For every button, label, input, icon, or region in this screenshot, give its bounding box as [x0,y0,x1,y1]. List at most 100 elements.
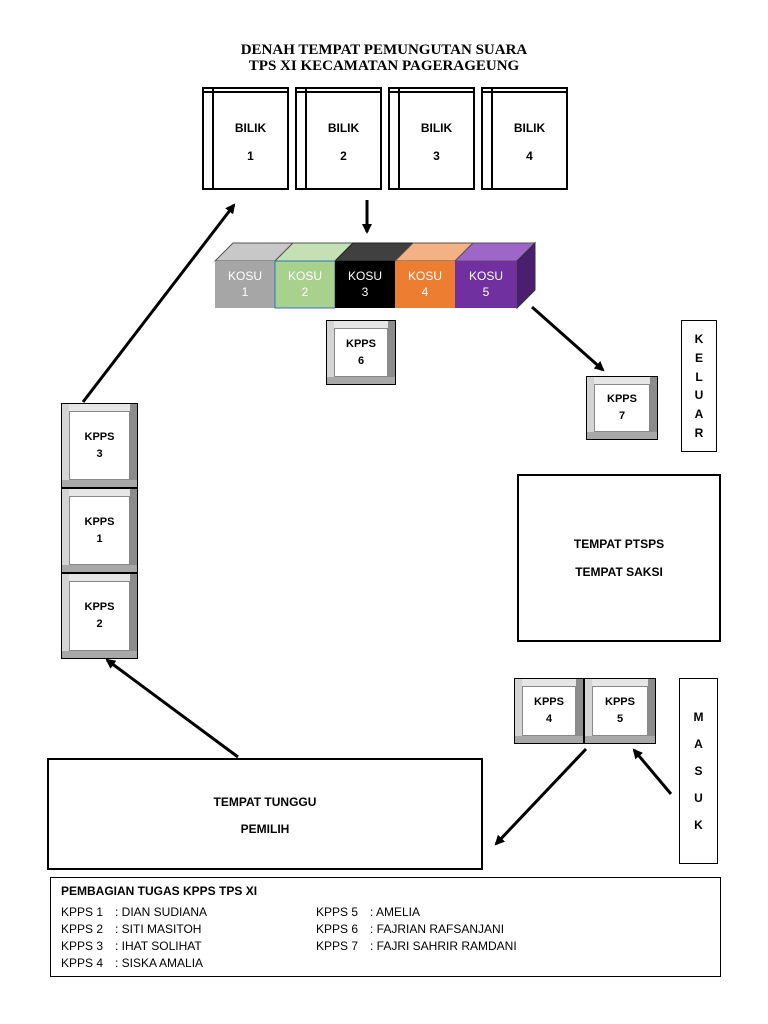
legend-entry: KPPS 1 : DIAN SUDIANA [61,905,207,919]
arrow-kosu-to-kpps7 [531,305,605,372]
kosu-label: KOSU [347,269,382,283]
kosu-1-text: KOSU 1 [215,268,275,300]
kosu-5-text: KOSU 5 [455,268,517,300]
legend-entry: KPPS 5 : AMELIA [316,905,420,919]
legend-entry: KPPS 7 : FAJRI SAHRIR RAMDANI [316,939,517,953]
booth-label: BILIK [420,121,453,135]
booth-label: BILIK [327,121,360,135]
arrow-waiting-to-kpps2 [105,658,239,759]
booth-number: 2 [340,149,347,163]
kpps-label: KPPS [84,430,115,443]
entry-letter: M [693,710,704,724]
legend-person: : AMELIA [370,905,421,919]
kpps-number: 3 [96,447,103,460]
waiting-label-line1: TEMPAT TUNGGU [213,795,317,809]
diagram-title-line1: DENAH TEMPAT PEMUNGUTAN SUARA [240,42,528,58]
legend-title: PEMBAGIAN TUGAS KPPS TPS XI [61,884,258,898]
kpps-4: KPPS 4 [514,678,584,744]
legend-entry: KPPS 2 : SITI MASITOH [61,922,201,936]
kosu-3-text: KOSU 3 [335,268,395,300]
voter-waiting-area: TEMPAT TUNGGU PEMILIH [47,758,483,870]
kpps-number: 6 [357,354,365,367]
booth-number: 4 [526,149,533,163]
kosu-number: 4 [421,285,429,299]
legend-code: KPPS 2 [61,922,104,936]
ptsps-witness-area: TEMPAT PTSPS TEMPAT SAKSI [517,474,721,642]
kpps-label: KPPS [84,515,115,528]
duty-assignment-legend: PEMBAGIAN TUGAS KPPS TPS XI KPPS 1 : DIAN… [50,877,721,977]
exit-letter: K [694,331,704,346]
kosu-label: KOSU [468,269,503,283]
kosu-4-text: KOSU 4 [395,268,455,300]
legend-code: KPPS 4 [61,956,104,970]
kpps-label: KPPS [84,601,115,613]
exit-letter: R [694,426,704,441]
kpps-number: 2 [96,618,103,630]
legend-code: KPPS 7 [316,939,359,953]
arrow-kpps3-to-booth1 [81,203,236,403]
kosu-number: 2 [301,285,309,299]
legend-person: : SITI MASITOH [115,922,202,936]
entry-letter: U [694,791,703,805]
arrow-kpps4-to-waiting [494,747,588,846]
entry-sign: M A S U K [679,678,718,864]
kpps-number: 5 [616,713,624,725]
legend-entry: KPPS 4 : SISKA AMALIA [61,956,203,970]
kosu-5-front [455,261,517,308]
ptsps-label: TEMPAT PTSPS [573,537,665,551]
kpps-7: KPPS 7 [586,376,658,440]
booth-label: BILIK [234,121,267,135]
legend-person: : FAJRIAN RAFSANJANI [370,922,505,936]
kpps-number: 1 [96,532,103,545]
entry-letter: S [694,764,703,778]
legend-code: KPPS 5 [316,905,359,919]
exit-letter: L [695,369,703,384]
kpps-number: 7 [618,410,626,422]
legend-code: KPPS 6 [316,922,359,936]
legend-person: : SISKA AMALIA [115,956,204,970]
kpps-number: 4 [545,713,553,725]
waiting-label-line2: PEMILIH [240,822,290,836]
arrow-entry-to-kpps5 [632,748,673,795]
kpps-label: KPPS [346,337,376,350]
kosu-label: KOSU [287,269,322,283]
exit-letter: A [694,407,704,422]
kosu-number: 3 [361,285,369,299]
kosu-4-front [395,261,455,308]
kpps-5: KPPS 5 [584,678,656,744]
booth-label: BILIK [513,121,546,135]
legend-person: : DIAN SUDIANA [115,905,208,919]
exit-letter: U [694,388,704,403]
exit-sign: K E L U A R [681,320,717,452]
kosu-label: KOSU [407,269,442,283]
legend-person: : IHAT SOLIHAT [115,939,202,953]
entry-letter: A [694,737,703,751]
kpps-label: KPPS [534,696,564,708]
kosu-3-front [335,261,395,308]
kosu-1-front [215,261,275,308]
kosu-2-front [274,260,336,309]
booth-3: BILIK 3 [388,87,475,190]
booth-2: BILIK 2 [295,87,382,190]
booth-4: BILIK 4 [481,87,568,190]
legend-person: : FAJRI SAHRIR RAMDANI [370,939,517,953]
kosu-number: 1 [241,285,249,299]
booth-1: BILIK 1 [202,87,289,190]
kpps-label: KPPS [607,393,637,405]
kosu-number: 5 [482,285,490,299]
exit-letter: E [694,350,703,365]
kpps-1: KPPS 1 [61,488,138,573]
diagram-title-line2: TPS XI KECAMATAN PAGERAGEUNG [248,58,520,74]
legend-code: KPPS 1 [61,905,104,919]
legend-entry: KPPS 6 : FAJRIAN RAFSANJANI [316,922,504,936]
legend-code: KPPS 3 [61,939,104,953]
booth-number: 3 [433,149,440,163]
witness-label: TEMPAT SAKSI [575,565,663,579]
kosu-2-text: KOSU 2 [275,268,335,300]
kpps-3: KPPS 3 [61,403,138,488]
legend-entry: KPPS 3 : IHAT SOLIHAT [61,939,202,953]
kpps-label: KPPS [605,696,635,708]
kpps-6: KPPS 6 [326,320,396,385]
kosu-label: KOSU [227,269,262,283]
